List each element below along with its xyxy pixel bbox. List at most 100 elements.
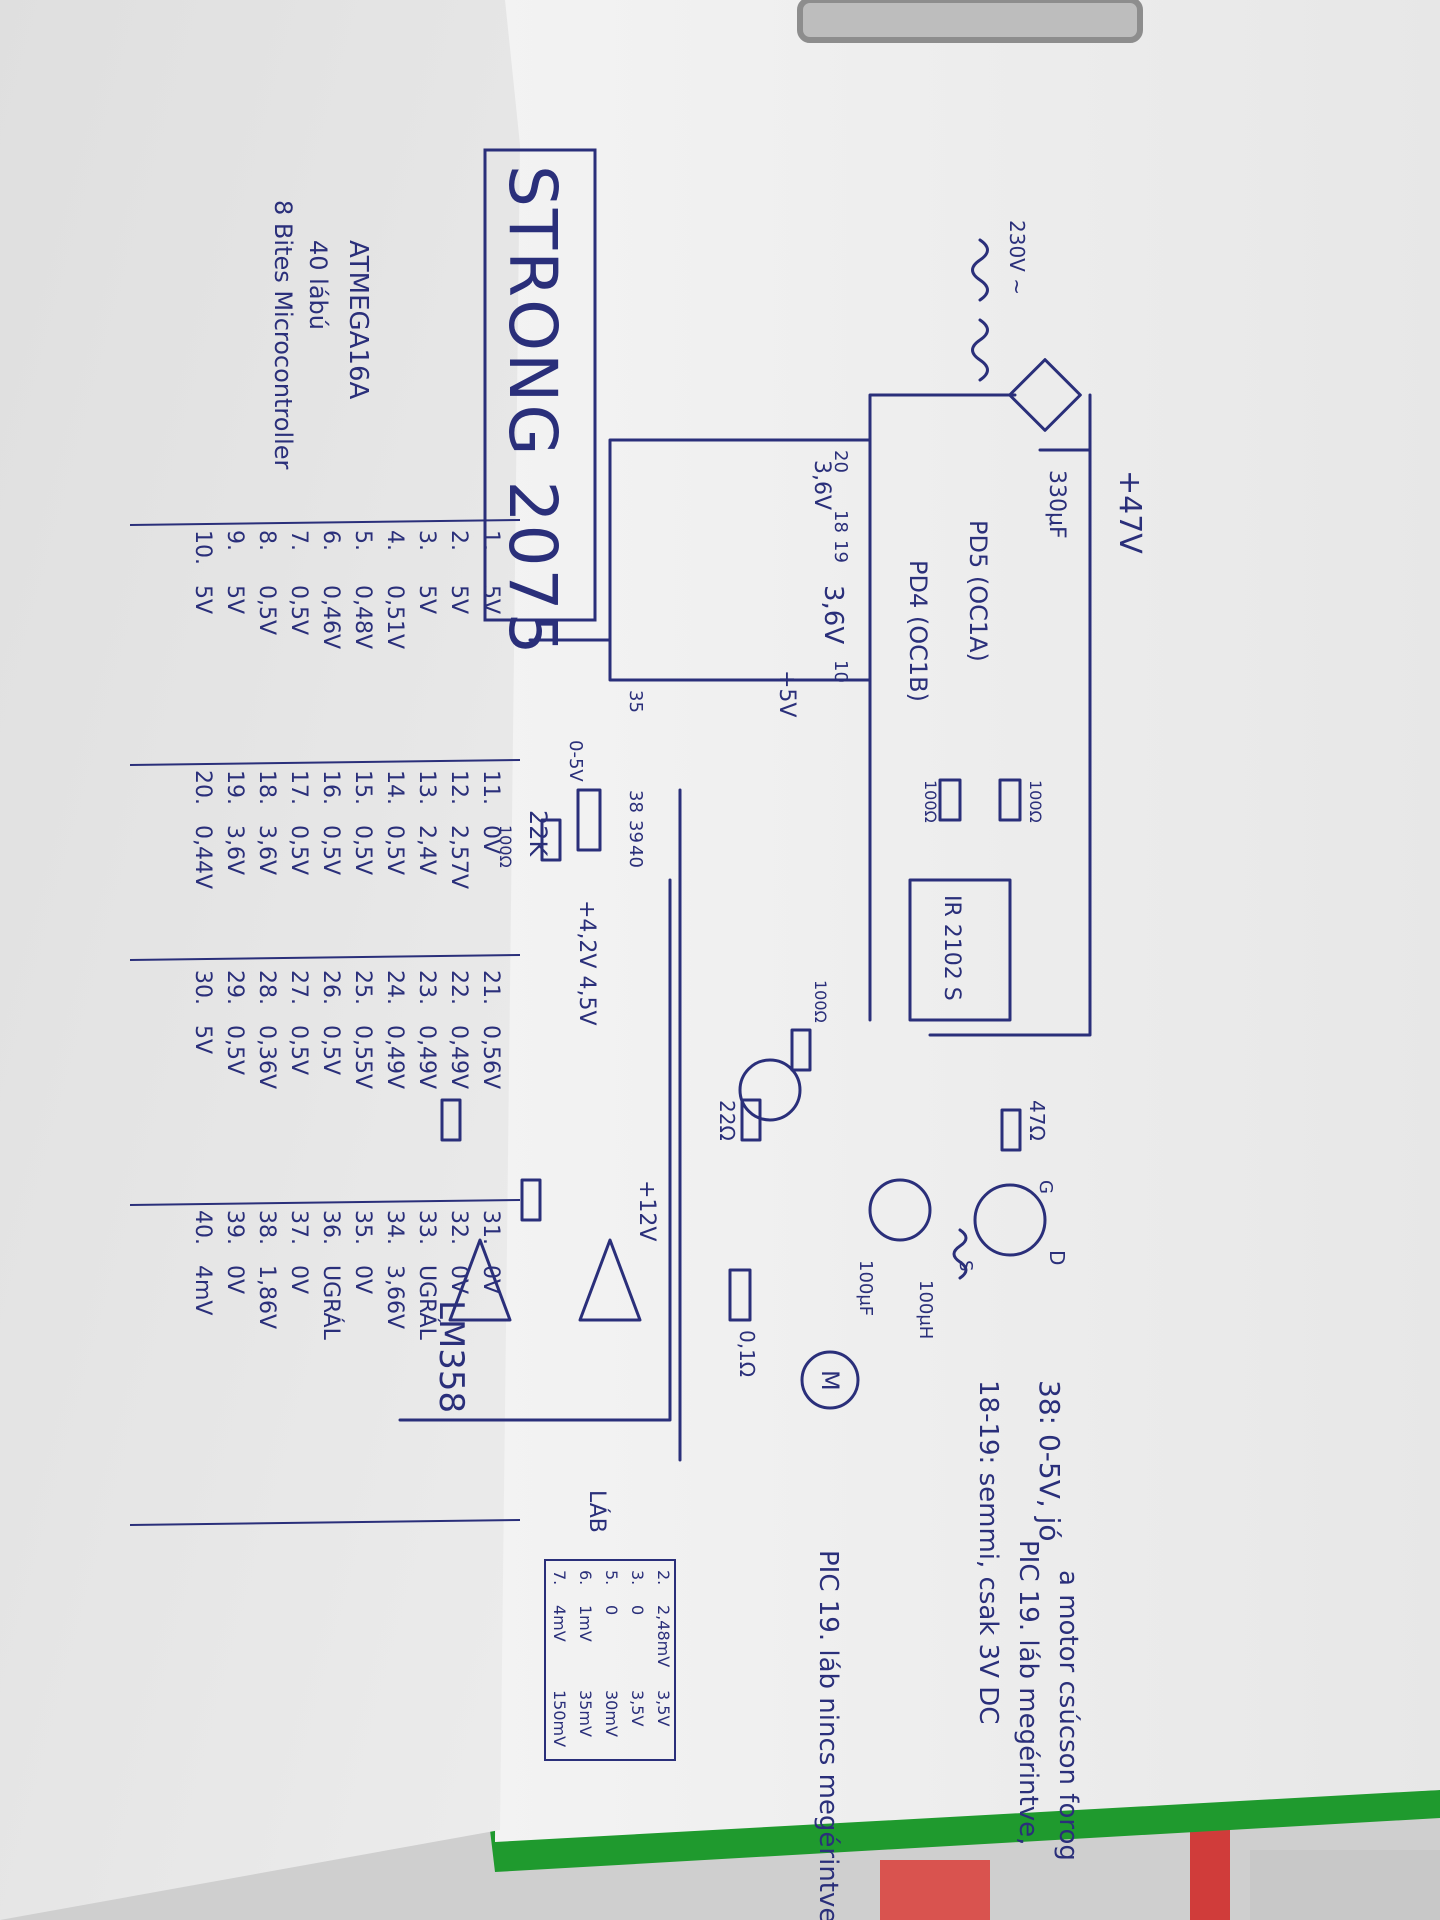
pot-22k	[576, 788, 602, 852]
pin-number: 36.	[318, 1210, 343, 1245]
pin-number: 12.	[446, 770, 471, 805]
pin-number: 28.	[254, 970, 279, 1005]
pin-number: 19.	[222, 770, 247, 805]
pin-40-label: 40	[625, 845, 646, 868]
calendar-card	[1250, 1850, 1440, 1920]
pin-number: 22.	[446, 970, 471, 1005]
pin-38-label: 38	[625, 790, 646, 813]
res-100-b	[938, 778, 962, 822]
pin-number: 16.	[318, 770, 343, 805]
motor-label: M	[816, 1370, 844, 1391]
lm358-cell: 3,5V	[654, 1690, 673, 1726]
green-folder-edge	[490, 1790, 1440, 1872]
pin-voltage: 0,36V	[254, 1025, 279, 1089]
res-47	[1000, 1108, 1022, 1152]
driver-ic	[908, 878, 1012, 1022]
lm358-cell: 35mV	[576, 1690, 595, 1737]
pic-notes: PIC 19. láb nincs megérintve PIC 19. láb…	[813, 1540, 1083, 1920]
pin-voltage: 3,6V	[254, 825, 279, 875]
pin-voltage: 0,5V	[286, 1025, 311, 1075]
pin-voltage: 5V	[446, 585, 471, 614]
bridge-rectifier	[1008, 358, 1082, 432]
pin-voltage: 2,57V	[446, 825, 471, 889]
res-100-c-label: 100Ω	[811, 980, 830, 1023]
pin-35-label: 35	[625, 690, 646, 713]
title-box	[483, 148, 597, 622]
res-100r	[540, 818, 562, 862]
left-sheet-rotated: STRONG 2075 ATMEGA16A 40 lábú 8 Bites Mi…	[129, 148, 597, 1526]
main-cap-label: 330μF	[1044, 470, 1069, 539]
res-shunt	[728, 1268, 752, 1322]
v42-label: +4,2V 4,5V	[574, 900, 599, 1026]
mcu-line2: 40 lábú	[304, 240, 332, 330]
pin-number: 15.	[350, 770, 375, 805]
lm358-table: LÁB 2.2,48mV3,5V3.03,5V5.030mV6.1mV35mV7…	[544, 1490, 676, 1761]
pic-note-not: PIC 19. láb nincs megérintve	[813, 1550, 843, 1920]
pin-number: 31.	[478, 1210, 503, 1245]
dc-label: +47V	[1112, 470, 1147, 554]
table-divider-1	[129, 519, 521, 526]
pin-voltage: 0V	[222, 1265, 247, 1294]
pd4-label: PD4 (OC1B)	[904, 560, 932, 702]
res-100-a	[998, 778, 1022, 822]
pin-voltage: 0,46V	[318, 585, 343, 649]
pin-voltage: 0,55V	[350, 1025, 375, 1089]
mcu-line3: 8 Bites Microcontroller	[269, 200, 297, 470]
pin-voltage: 0V	[286, 1265, 311, 1294]
pic-note-yes-1: PIC 19. láb megérintve,	[1013, 1540, 1043, 1845]
ac-label: 230V ~	[1005, 220, 1029, 295]
pin-number: 37.	[286, 1210, 311, 1245]
pin-voltage: 0,5V	[286, 585, 311, 635]
pin-number: 20.	[190, 770, 215, 805]
lm358-cell: 0	[628, 1605, 647, 1615]
vref-label: 3,6V	[818, 585, 848, 644]
v12-label: +12V	[634, 1180, 659, 1241]
pin-number: 4.	[382, 530, 407, 551]
pin-number: 26.	[318, 970, 343, 1005]
pin-voltage: 0,5V	[318, 825, 343, 875]
opamp-1	[578, 1238, 642, 1322]
lm358-cell: 3.	[628, 1570, 647, 1585]
lm358-cell: 30mV	[602, 1690, 621, 1737]
pic-note-yes-2: a motor csúcson forog	[1053, 1570, 1083, 1861]
pin-voltage: 5V	[414, 585, 439, 614]
pin-19-label: 19	[830, 540, 851, 563]
transformer-secondary	[971, 318, 989, 382]
lm358-cell: 5.	[602, 1570, 621, 1585]
table-divider-4	[129, 1199, 521, 1206]
pin-table-sheet	[0, 0, 520, 1920]
rail-top	[868, 393, 1017, 1022]
lm358-cell: 4mV	[550, 1605, 569, 1642]
mosfet-low	[738, 1058, 802, 1122]
lm358-cell: 6.	[576, 1570, 595, 1585]
pin-voltage: 0,44V	[190, 825, 215, 889]
clipboard-clip	[797, 0, 1143, 43]
pin-18-label: 18	[830, 510, 851, 533]
res-100-b-label: 100Ω	[921, 780, 940, 823]
rail-plus47	[928, 393, 1092, 1037]
red-calendar-block	[880, 1860, 990, 1920]
res-100-c	[790, 1028, 812, 1072]
pin-voltage: 3,6V	[222, 825, 247, 875]
pin-number: 33.	[414, 1210, 439, 1245]
lm358-rows: 2.2,48mV3,5V3.03,5V5.030mV6.1mV35mV7.4mV…	[550, 1570, 673, 1747]
pin-number: 25.	[350, 970, 375, 1005]
feedback-wire	[398, 878, 672, 1422]
pin-number: 32.	[446, 1210, 471, 1245]
pin-voltage: 2,4V	[414, 825, 439, 875]
pin-voltage: 5V	[190, 1025, 215, 1054]
pin-voltage: 0V	[350, 1265, 375, 1294]
lm358-cell: 150mV	[550, 1690, 569, 1747]
pot-22k-label: 22K	[524, 810, 552, 858]
pin-voltage: 0,5V	[286, 825, 311, 875]
pin-voltage: 5V	[478, 585, 503, 614]
pin-voltage: 0,5V	[382, 825, 407, 875]
pin-number: 40.	[190, 1210, 215, 1245]
pin-voltage: 0,51V	[382, 585, 407, 649]
pin-voltage: 0,56V	[478, 1025, 503, 1089]
pin-number: 2.	[446, 530, 471, 551]
pin-voltage: 0V	[478, 825, 503, 854]
pin-voltage: 0,49V	[414, 1025, 439, 1089]
schematic-rotated: 230V ~ +47V 330μF 20 18 19 10 35 38 39 4…	[398, 220, 1147, 1724]
